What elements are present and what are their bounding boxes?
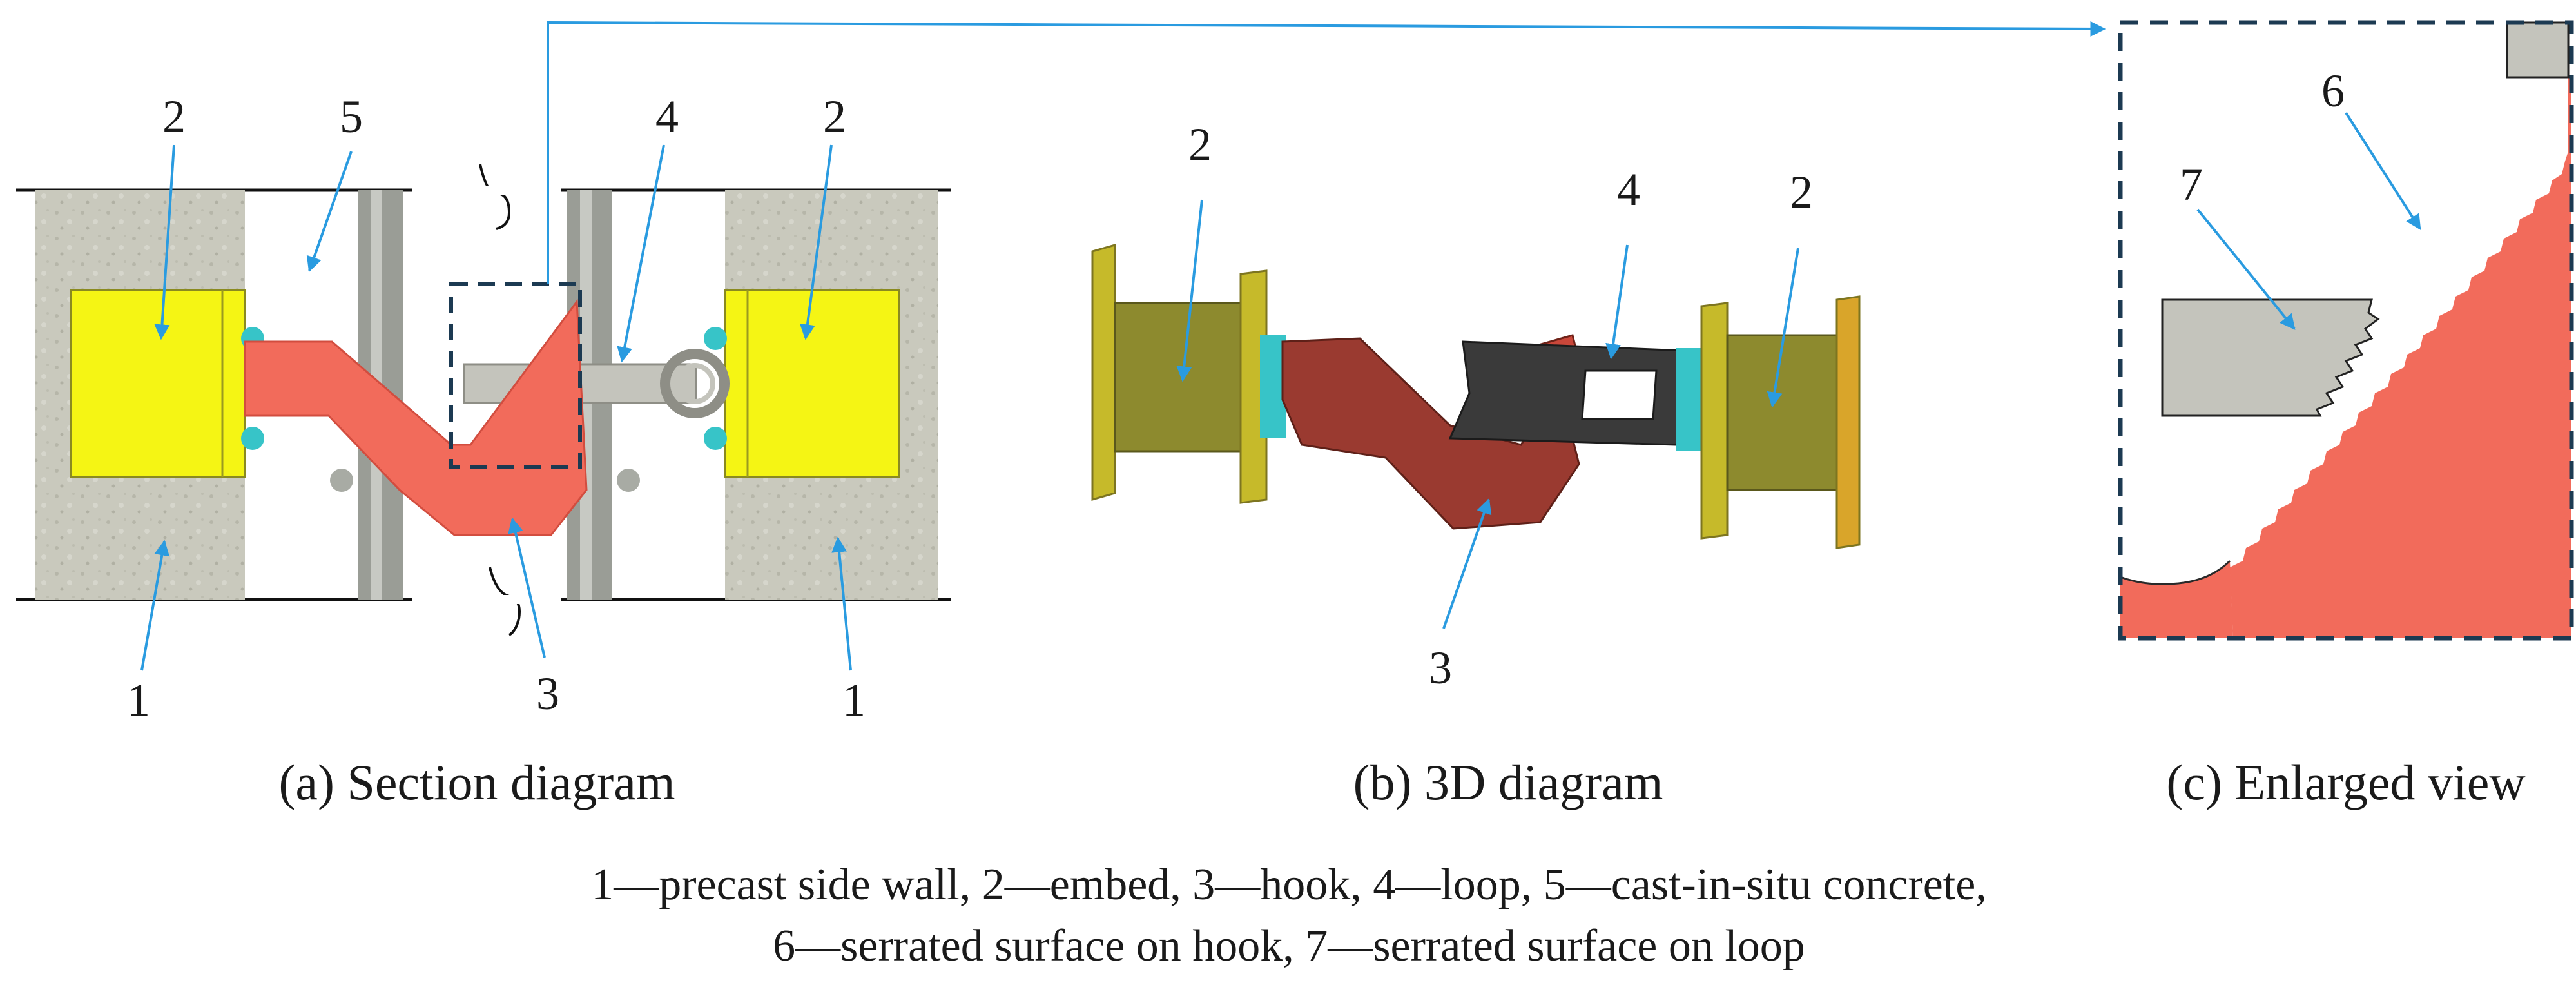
label-b-3: 3 xyxy=(1429,642,1452,694)
label-a-1-left: 1 xyxy=(127,674,150,726)
embed-3d-right-plate-back xyxy=(1700,302,1729,540)
hook-3d xyxy=(1281,337,1580,530)
hook-enlarged-base xyxy=(2120,561,2233,638)
embed-3d-right-plate-front xyxy=(1835,295,1861,549)
arrow-a-2-right xyxy=(799,144,833,340)
embed-3d-right-stud xyxy=(1676,348,1701,451)
pin-left xyxy=(330,469,353,492)
embed-3d-left-plate-front xyxy=(1239,269,1268,504)
arrow-c-6 xyxy=(2345,112,2421,231)
caption-a: (a) Section diagram xyxy=(278,754,675,810)
label-c-7: 7 xyxy=(2180,159,2203,210)
arrow-a-2-left xyxy=(154,144,175,340)
panel-b-3d-diagram: 2 4 2 3 (b) 3D diagram xyxy=(1091,119,1861,810)
label-a-2-right: 2 xyxy=(823,91,846,142)
embed-3d-left-plate-back xyxy=(1091,244,1116,501)
embed-3d-left-body xyxy=(1114,302,1245,453)
pin-right xyxy=(617,469,640,492)
hook xyxy=(244,298,588,536)
caption-c: (c) Enlarged view xyxy=(2166,754,2525,810)
stud-right-top xyxy=(704,327,727,350)
hook-enlarged-outline xyxy=(2120,560,2231,585)
stud-left-bottom xyxy=(241,427,264,450)
loop-ring-inner xyxy=(674,363,715,404)
arrow-b-2-left xyxy=(1176,199,1203,382)
legend-line-1: 1—precast side wall, 2—embed, 3—hook, 4—… xyxy=(591,860,1987,910)
legend: 1—precast side wall, 2—embed, 3—hook, 4—… xyxy=(591,860,1987,971)
embed-3d-right-body xyxy=(1726,334,1838,491)
arrow-c-7 xyxy=(2196,208,2296,330)
arrow-a-4 xyxy=(617,144,665,363)
arrow-a-5 xyxy=(306,151,353,273)
label-b-2-right: 2 xyxy=(1790,166,1813,218)
break-gap-bottom xyxy=(412,595,561,604)
stud-right-bottom xyxy=(704,427,727,450)
break-mark-top xyxy=(479,164,511,230)
panel-a-section-diagram: 2 5 4 2 1 3 1 (a) Section diagram xyxy=(16,21,2106,810)
arrow-b-3 xyxy=(1442,498,1492,629)
label-a-2-left: 2 xyxy=(162,91,186,142)
label-a-3: 3 xyxy=(536,668,559,719)
loop-enlarged xyxy=(2161,298,2380,417)
loop-3d-window xyxy=(1581,369,1658,420)
panel-c-enlarged-view: 6 7 (c) Enlarged view xyxy=(2118,20,2574,810)
label-a-4: 4 xyxy=(655,91,679,142)
hook-enlarged xyxy=(2230,77,2571,638)
label-a-5: 5 xyxy=(340,91,363,142)
embed-left xyxy=(70,289,246,478)
arrow-b-2-right xyxy=(1767,248,1799,408)
arrow-a-1-right xyxy=(831,536,852,671)
arrow-b-4 xyxy=(1605,244,1629,360)
label-a-1-right: 1 xyxy=(842,674,866,726)
embed-3d-left-stud xyxy=(1260,335,1286,438)
arrow-a-3 xyxy=(508,517,546,658)
top-block xyxy=(2506,21,2570,79)
loop-3d xyxy=(1448,340,1709,446)
loop-ring xyxy=(660,349,730,418)
embed-right xyxy=(724,289,900,478)
legend-line-2: 6—serrated surface on hook, 7—serrated s… xyxy=(773,921,1805,971)
enlarged-frame xyxy=(2118,20,2574,641)
label-b-2-left: 2 xyxy=(1188,119,1212,170)
detail-connector-line xyxy=(547,21,2106,284)
break-gap-top xyxy=(412,186,561,195)
arrow-a-1-left xyxy=(140,540,170,671)
detail-box xyxy=(449,282,582,469)
label-c-6: 6 xyxy=(2321,65,2345,117)
caption-b: (b) 3D diagram xyxy=(1353,754,1663,810)
label-b-4: 4 xyxy=(1617,164,1640,215)
